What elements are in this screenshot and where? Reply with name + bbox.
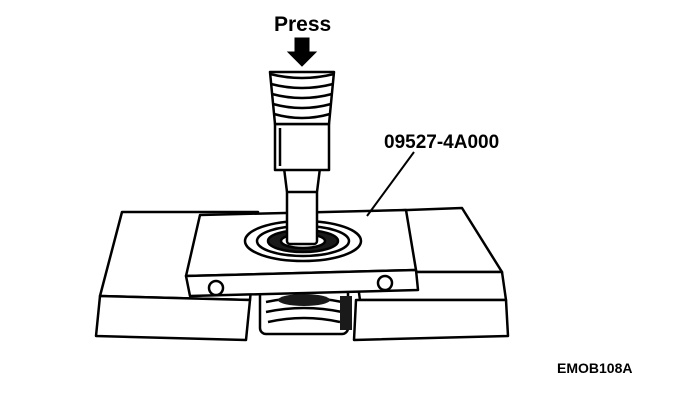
press-label: Press <box>274 13 332 36</box>
press-ram <box>268 70 336 246</box>
arrow-down-icon <box>286 37 318 67</box>
figure-id-label: EMOB108A <box>557 360 633 376</box>
tool-leader-line <box>366 151 415 217</box>
tool-plate <box>184 208 420 298</box>
tool-number-label: 09527-4A000 <box>384 132 500 153</box>
